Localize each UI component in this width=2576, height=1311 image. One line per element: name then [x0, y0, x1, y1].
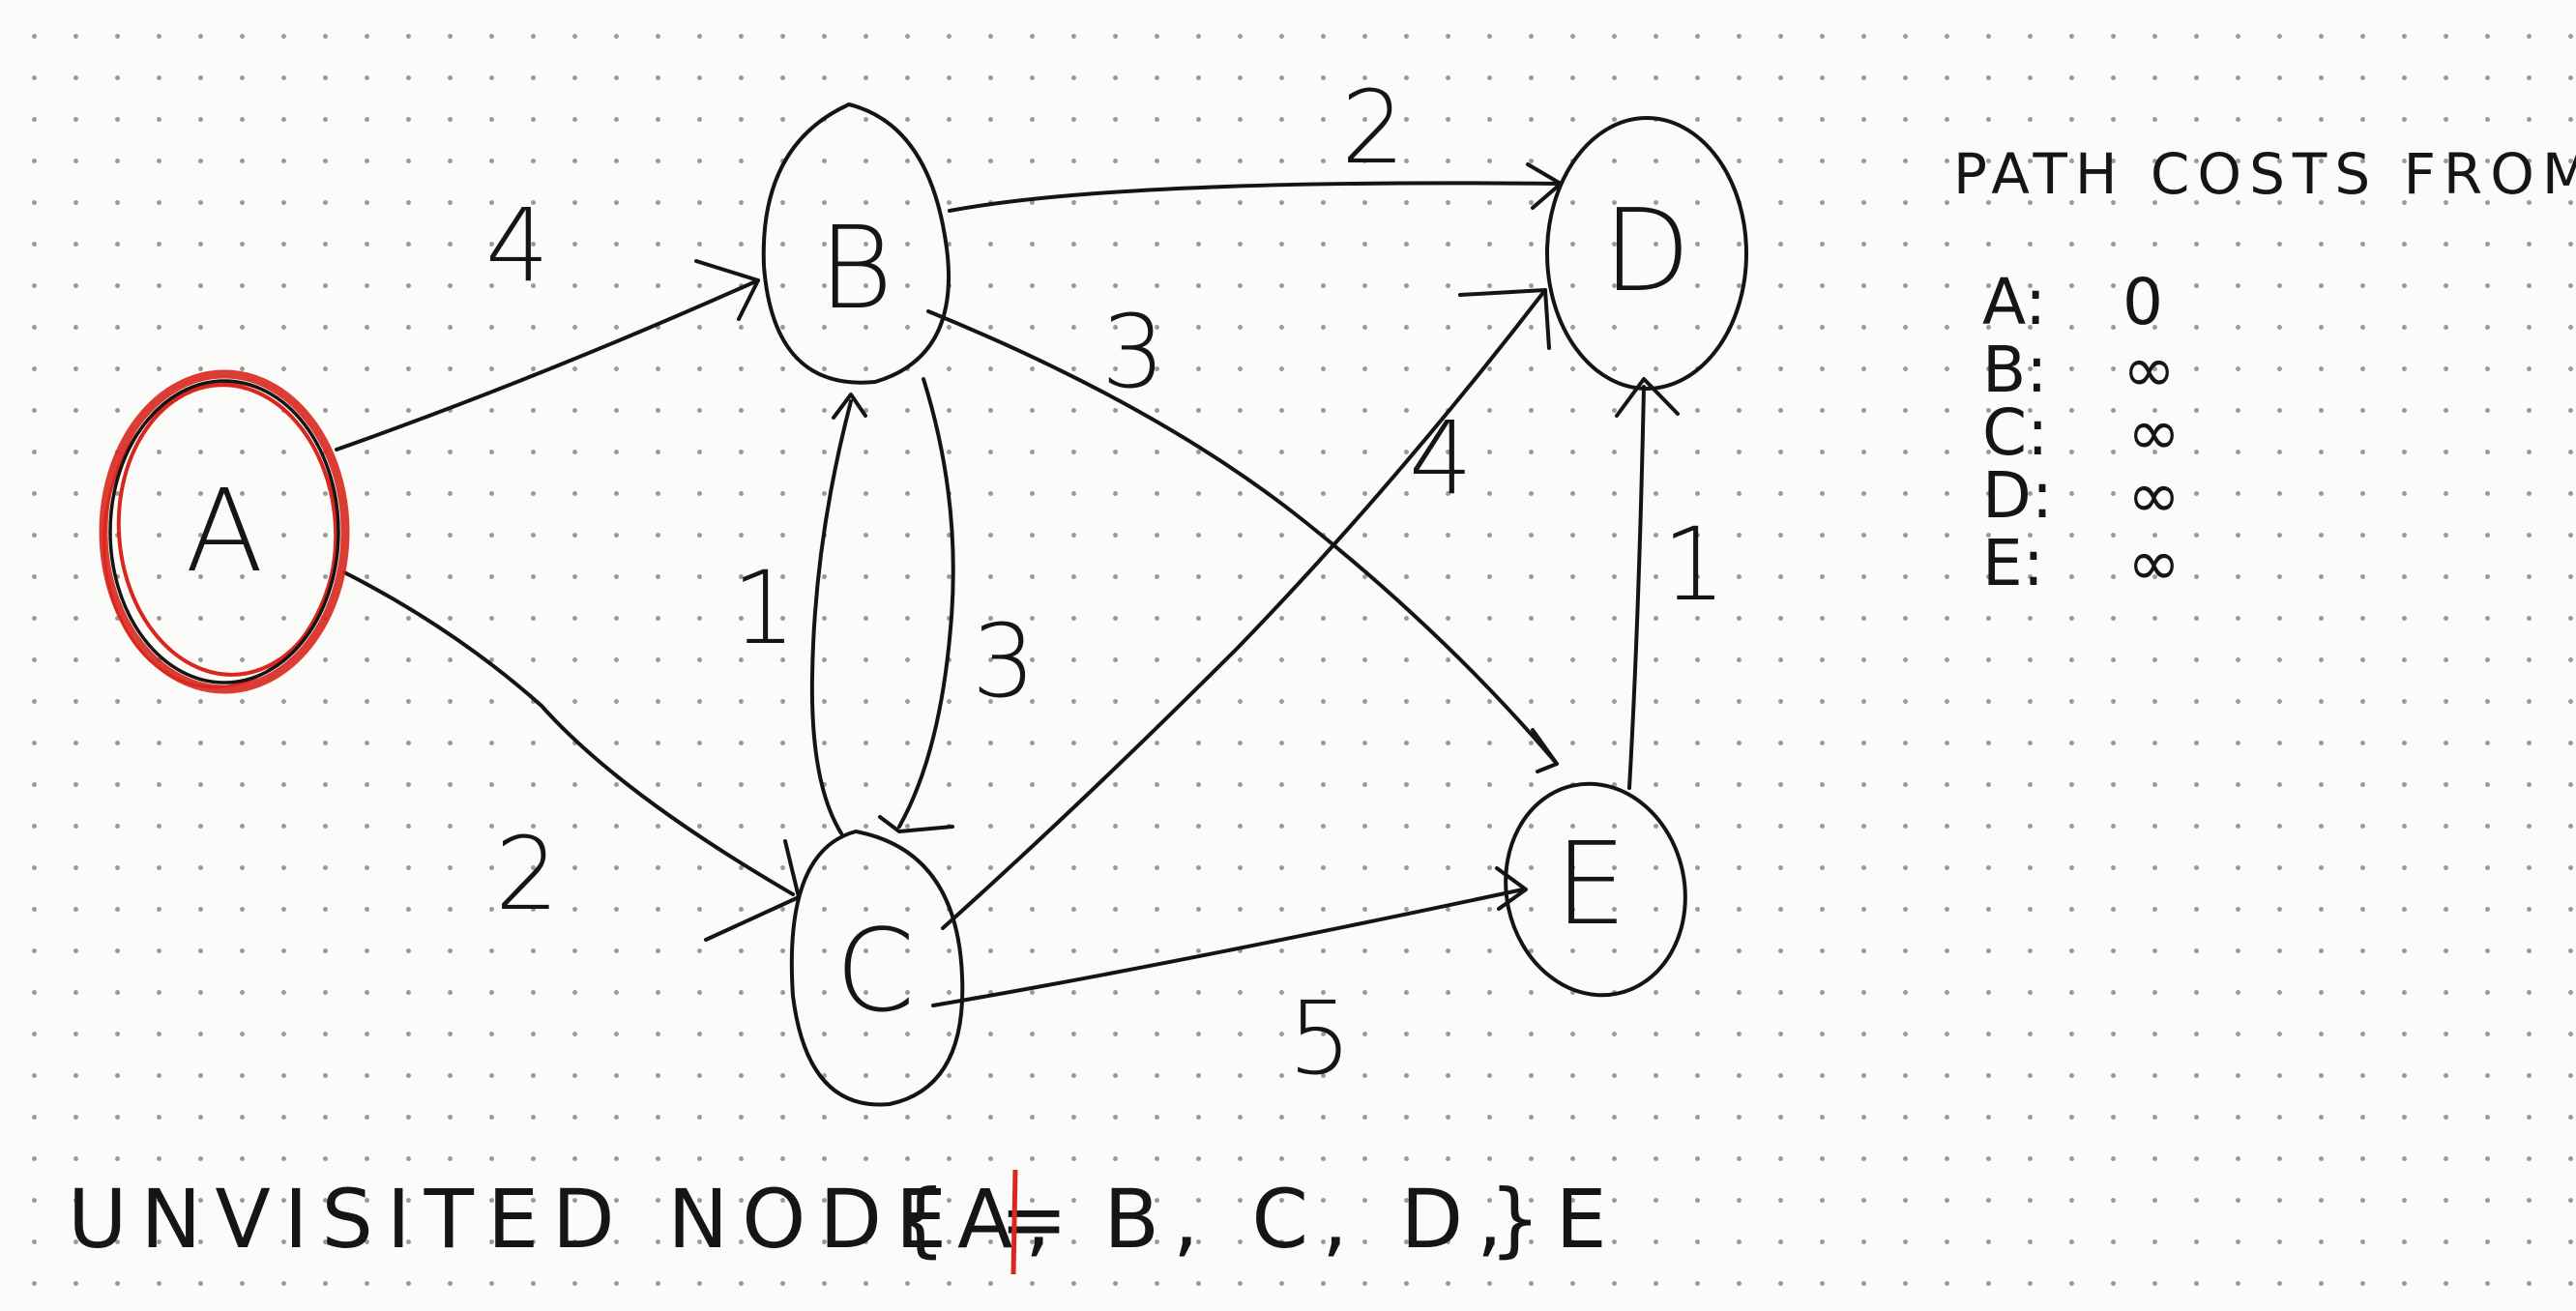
node-b[interactable]: B: [761, 102, 951, 385]
node-a[interactable]: A: [92, 369, 350, 697]
weight-c-d: 4: [1409, 399, 1473, 517]
current-node-marker: [1010, 1169, 1018, 1275]
path-costs-row: C: ∞: [1982, 395, 2181, 470]
unvisited-open-brace: {: [894, 1172, 959, 1267]
edges: [335, 181, 1646, 1007]
edge-b-c: [897, 377, 955, 829]
node-d[interactable]: D: [1545, 116, 1748, 391]
edge-a-c: [342, 570, 795, 896]
path-costs-row: E: ∞: [1982, 526, 2181, 600]
edge-weights: 4 2 2 3 3 1 4 5 1: [485, 69, 1726, 1097]
edge-a-b: [335, 278, 760, 452]
node-a-label: A: [186, 464, 264, 597]
edge-b-d: [948, 181, 1561, 213]
weight-c-b: 1: [732, 549, 796, 667]
path-costs-value: ∞: [2127, 458, 2181, 533]
arrowheads: [694, 162, 1680, 942]
unvisited-current-node: A: [957, 1172, 1026, 1267]
weight-e-d: 1: [1662, 506, 1726, 624]
arrowhead-b-e: [1531, 728, 1559, 773]
path-costs-value: ∞: [2127, 526, 2181, 600]
path-costs-table: PATH COSTS FROM A A: 0 B: ∞ C: ∞ D: ∞ E:…: [1953, 141, 2576, 600]
path-costs-node: A:: [1982, 265, 2046, 339]
edge-c-e: [931, 888, 1525, 1007]
weight-c-e: 5: [1288, 979, 1352, 1097]
path-costs-node: E:: [1982, 526, 2044, 600]
node-c-label: C: [835, 904, 915, 1037]
path-costs-node: C:: [1982, 395, 2048, 470]
weight-a-c: 2: [495, 815, 559, 933]
path-costs-row: B: ∞: [1982, 333, 2176, 407]
arrowhead-e-d: [1615, 377, 1680, 418]
node-e-label: E: [1555, 817, 1627, 950]
edge-c-d: [941, 288, 1547, 930]
node-b-label: B: [818, 201, 893, 335]
path-costs-row: A: 0: [1982, 265, 2163, 339]
edge-c-b: [809, 399, 853, 835]
node-d-label: D: [1603, 184, 1691, 317]
arrowhead-c-d: [1458, 288, 1551, 350]
path-costs-value: 0: [2122, 265, 2163, 339]
path-costs-row: D: ∞: [1982, 458, 2181, 533]
path-costs-title: PATH COSTS FROM A: [1953, 141, 2576, 207]
weight-b-c: 3: [972, 602, 1036, 720]
path-costs-node: B:: [1982, 333, 2048, 407]
weight-a-b: 4: [485, 187, 549, 305]
edge-e-d: [1627, 385, 1646, 790]
weight-b-d: 2: [1341, 69, 1405, 187]
path-costs-value: ∞: [2127, 395, 2181, 470]
arrowhead-c-e: [1495, 866, 1528, 911]
path-costs-value: ∞: [2122, 333, 2176, 407]
node-e[interactable]: E: [1486, 767, 1705, 1011]
unvisited-label: UNVISITED NODE =: [68, 1172, 1081, 1267]
unvisited-close-brace: }: [1489, 1172, 1554, 1267]
unvisited-rest-nodes: , B, C, D, E: [1025, 1172, 1621, 1267]
node-c[interactable]: C: [789, 830, 965, 1107]
unvisited-set: UNVISITED NODE = { A , B, C, D, E }: [68, 1169, 1621, 1275]
arrowhead-c-b: [832, 393, 867, 420]
arrowhead-b-c: [878, 815, 954, 833]
weight-b-e: 3: [1101, 293, 1165, 411]
path-costs-node: D:: [1982, 458, 2053, 533]
edge-b-e: [926, 309, 1559, 766]
arrowhead-a-b: [694, 259, 760, 321]
nodes: A B C D E: [92, 102, 1748, 1107]
